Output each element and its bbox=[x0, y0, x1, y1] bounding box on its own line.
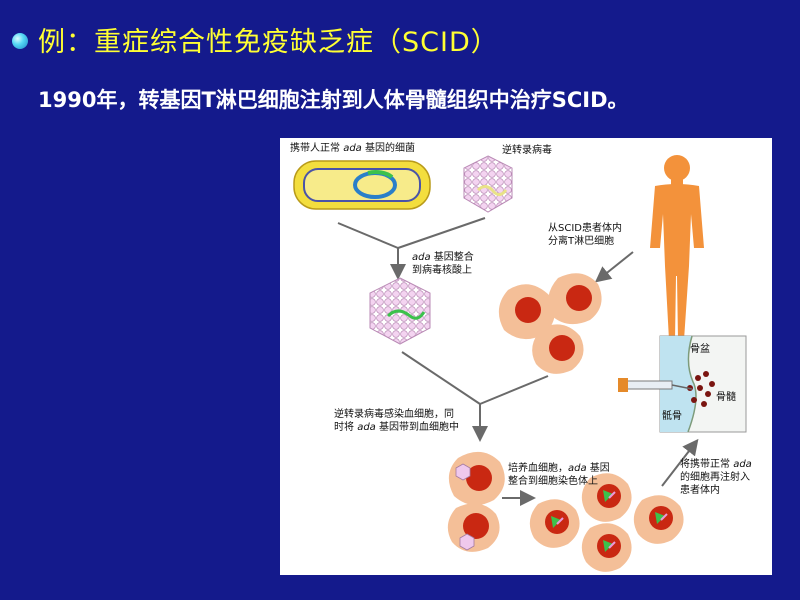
human-figure-icon bbox=[650, 155, 704, 340]
infected-cell-group bbox=[447, 451, 505, 552]
bone-ilium-label: 骶骨 bbox=[662, 411, 682, 422]
retrovirus-label: 逆转录病毒 bbox=[502, 145, 552, 156]
bone-pelvis-label: 骨盆 bbox=[690, 344, 710, 355]
diagram-artwork bbox=[293, 155, 747, 572]
slide-title: 例：重症综合性免疫缺乏症（SCID） bbox=[38, 27, 499, 58]
infect-label-line2: 时将 ada 基因带到血细胞中 bbox=[334, 422, 459, 433]
bacteria-label: 携带人正常 ada 基因的细菌 bbox=[290, 143, 415, 154]
recombinant-virus-icon bbox=[369, 277, 431, 345]
retrovirus-icon bbox=[463, 155, 513, 213]
isolate-label-line2: 分离T淋巴细胞 bbox=[548, 236, 615, 247]
gene-therapy-diagram: 携带人正常 ada 基因的细菌 逆转录病毒 从SCID患者体内 分离T淋巴细胞 … bbox=[280, 138, 772, 575]
modified-cell-group bbox=[529, 473, 684, 572]
reinject-label-line1: 将携带正常 ada bbox=[680, 459, 752, 470]
slide-subtitle: 1990年，转基因T淋巴细胞注射到人体骨髓组织中治疗SCID。 bbox=[38, 88, 629, 112]
syringe-icon bbox=[618, 378, 693, 392]
t-cell-group bbox=[498, 273, 602, 374]
reinject-label-line3: 患者体内 bbox=[680, 485, 720, 496]
culture-label-line2: 整合到细胞染色体上 bbox=[508, 476, 598, 487]
culture-label-line1: 培养血细胞，ada 基因 bbox=[508, 463, 610, 474]
bone-marrow-icon bbox=[659, 335, 747, 433]
title-bullet-icon bbox=[12, 33, 28, 49]
isolate-label-line1: 从SCID患者体内 bbox=[548, 223, 622, 234]
integrate-label-line2: 到病毒核酸上 bbox=[412, 265, 472, 276]
integrate-label-line1: ada 基因整合 bbox=[412, 252, 474, 263]
infect-label-line1: 逆转录病毒感染血细胞，同 bbox=[334, 409, 454, 420]
bacteria-icon bbox=[293, 160, 431, 210]
reinject-label-line2: 的细胞再注射入 bbox=[680, 472, 750, 483]
bone-marrow-label: 骨髓 bbox=[716, 392, 736, 403]
